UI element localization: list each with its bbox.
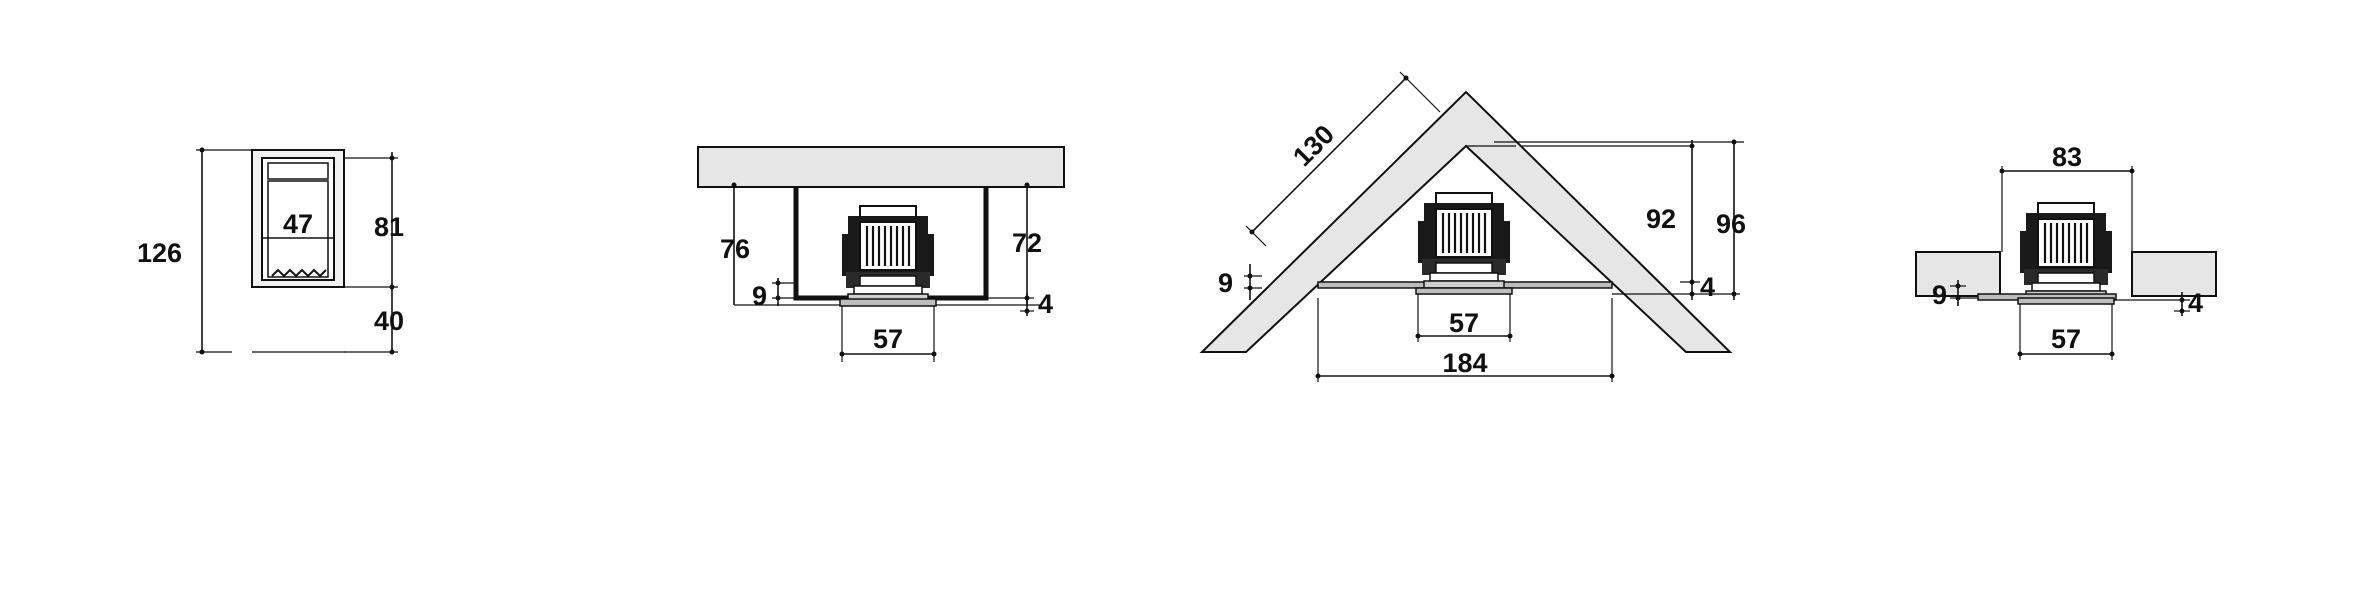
flush-trim-label: 4 (2188, 288, 2203, 318)
wall-offset-label: 9 (752, 281, 767, 311)
corner-depth-outer-label: 96 (1716, 209, 1746, 239)
flush-width-label: 57 (2051, 324, 2081, 354)
flush-opening-label: 83 (2052, 142, 2082, 172)
front-height-base-label: 40 (374, 306, 404, 336)
corner-depth-inner-label: 92 (1646, 204, 1676, 234)
wall-depth-outer-label: 76 (720, 234, 750, 264)
corner-span-label: 184 (1442, 348, 1487, 378)
front-height-total-label: 126 (137, 238, 182, 268)
front-height-body-label: 81 (374, 212, 404, 242)
front-view-diagram: 126 47 81 40 (137, 147, 404, 355)
flush-offset-label: 9 (1932, 280, 1947, 310)
corner-trim-label: 4 (1700, 272, 1715, 302)
wall-installation-diagram: 76 72 9 4 57 (697, 146, 1065, 362)
corner-width-label: 57 (1449, 308, 1479, 338)
flush-wall-right (2131, 251, 2217, 297)
flush-installation-diagram: 83 9 4 57 (1915, 142, 2217, 360)
front-width-label: 47 (283, 209, 313, 239)
corner-walls (1199, 90, 1733, 353)
wall-trim-label: 4 (1038, 289, 1053, 319)
wall-width-label: 57 (873, 324, 903, 354)
corner-installation-diagram: 130 92 96 9 4 57 184 (1199, 71, 1746, 382)
corner-side-label: 130 (1287, 119, 1340, 172)
corner-offset-label: 9 (1218, 268, 1233, 298)
wall-slab (697, 146, 1065, 188)
wall-depth-inner-label: 72 (1012, 228, 1042, 258)
